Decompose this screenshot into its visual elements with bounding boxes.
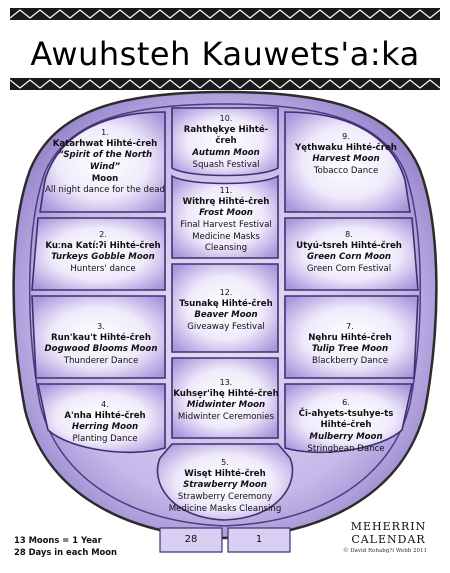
scute-10 [171,107,279,177]
scute-13 [171,357,279,439]
scute-5 [156,443,294,521]
scute-7 [284,295,419,379]
brand-block: MEHERRIN CALENDAR [341,520,436,546]
page-title: Awuhsteh Kauwets'a:ka [30,35,420,73]
brand-line-1: MEHERRIN [350,520,427,533]
scute-1 [39,111,166,213]
moon-7: 7. Nęhru Hihté-čreh Tulip Tree Moon Blac… [308,322,392,366]
moon-13: 13. Kuhsẹr'ihę Hihté-čreh Midwinter Moon… [173,378,279,422]
scute-12 [171,263,279,353]
top-border-pattern [10,8,440,20]
moon-4: 4. A'nha Hihté-čreh Herring Moon Plantin… [64,400,146,444]
scute-3 [31,295,166,379]
moon-2: 2. Kuːna Katí:ʔi Hihté-čreh Turkeys Gobb… [45,230,161,274]
moon-1: 1. Katarhwat Hihté-čreh “Spirit of the N… [45,128,165,196]
scute-9 [284,111,411,213]
year-note-line-1: 13 Moons = 1 Year [14,535,102,545]
moon-10: 10. Rahthękye Hihté-čreh Autumn Moon Squ… [183,114,269,170]
year-note-line-2: 28 Days in each Moon [14,547,118,558]
copyright: © David Rohabg?i Webb 2011 [342,548,428,554]
day-last: 1 [255,534,263,545]
moon-11: 11. Withrę Hihté-čreh Frost Moon Final H… [180,186,272,254]
scute-11 [171,174,279,259]
brand-line-2: CALENDAR [351,532,426,546]
moon-9: 9. Yęthwaku Hihté-čreh Harvest Moon Toba… [295,132,397,176]
moon-12: 12. Tsunakę Hihté-čreh Beaver Moon Givea… [179,288,273,332]
scute-6 [284,383,413,454]
moon-5: 5. Wisęt Hihté-čreh Strawberry Moon Stra… [168,458,282,514]
bottom-border-pattern [10,78,440,90]
moon-8: 8. Utyú-tsreh Hihté-čreh Green Corn Moon… [296,230,402,274]
day-plate-right [227,527,291,553]
day-first: 28 [184,534,198,545]
scute-2 [31,217,166,291]
moon-3: 3. Run'kau't Hihté-čreh Dogwood Blooms M… [44,322,158,366]
moon-6: 6. Či-ahyets-tsuhye-ts Hihté-čreh Mulber… [298,398,394,454]
shell-rim [29,103,421,527]
year-note: 13 Moons = 1 Year 28 Days in each Moon [14,534,117,558]
scute-4 [37,383,166,454]
day-plate-left [159,527,223,553]
scute-8 [284,217,419,291]
